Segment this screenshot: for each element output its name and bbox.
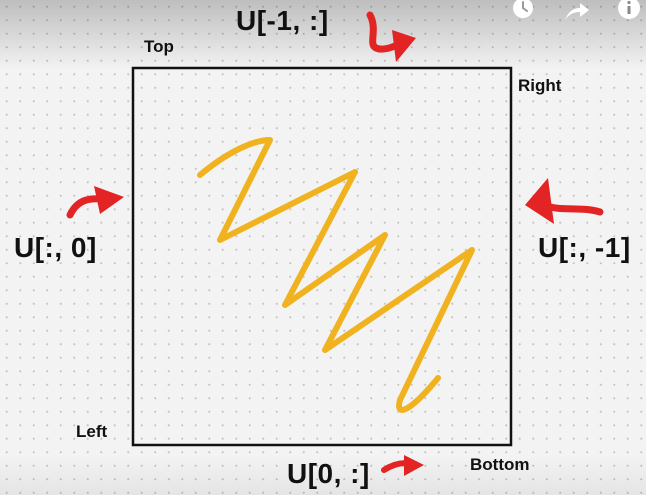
label-u-left: U[:, 0] bbox=[14, 232, 97, 263]
share-icon bbox=[565, 3, 589, 20]
label-bottom: Bottom bbox=[470, 455, 530, 474]
label-u-right: U[:, -1] bbox=[538, 232, 631, 263]
label-u-top: U[-1, :] bbox=[236, 5, 329, 36]
arrow-right-icon bbox=[525, 178, 604, 224]
yellow-squiggle bbox=[197, 137, 475, 413]
label-u-bottom: U[0, :] bbox=[287, 458, 370, 489]
label-left: Left bbox=[76, 422, 108, 441]
share-button[interactable] bbox=[561, 0, 591, 30]
info-button[interactable] bbox=[614, 0, 644, 30]
arrow-left-icon bbox=[66, 186, 124, 219]
label-right: Right bbox=[518, 76, 562, 95]
arrow-top-icon bbox=[366, 11, 416, 62]
label-top: Top bbox=[144, 37, 174, 56]
watch-later-icon bbox=[513, 0, 533, 18]
arrow-bottom-icon bbox=[381, 455, 424, 476]
domain-box bbox=[131, 66, 513, 447]
watch-later-button[interactable] bbox=[508, 0, 538, 30]
info-icon bbox=[618, 0, 640, 19]
